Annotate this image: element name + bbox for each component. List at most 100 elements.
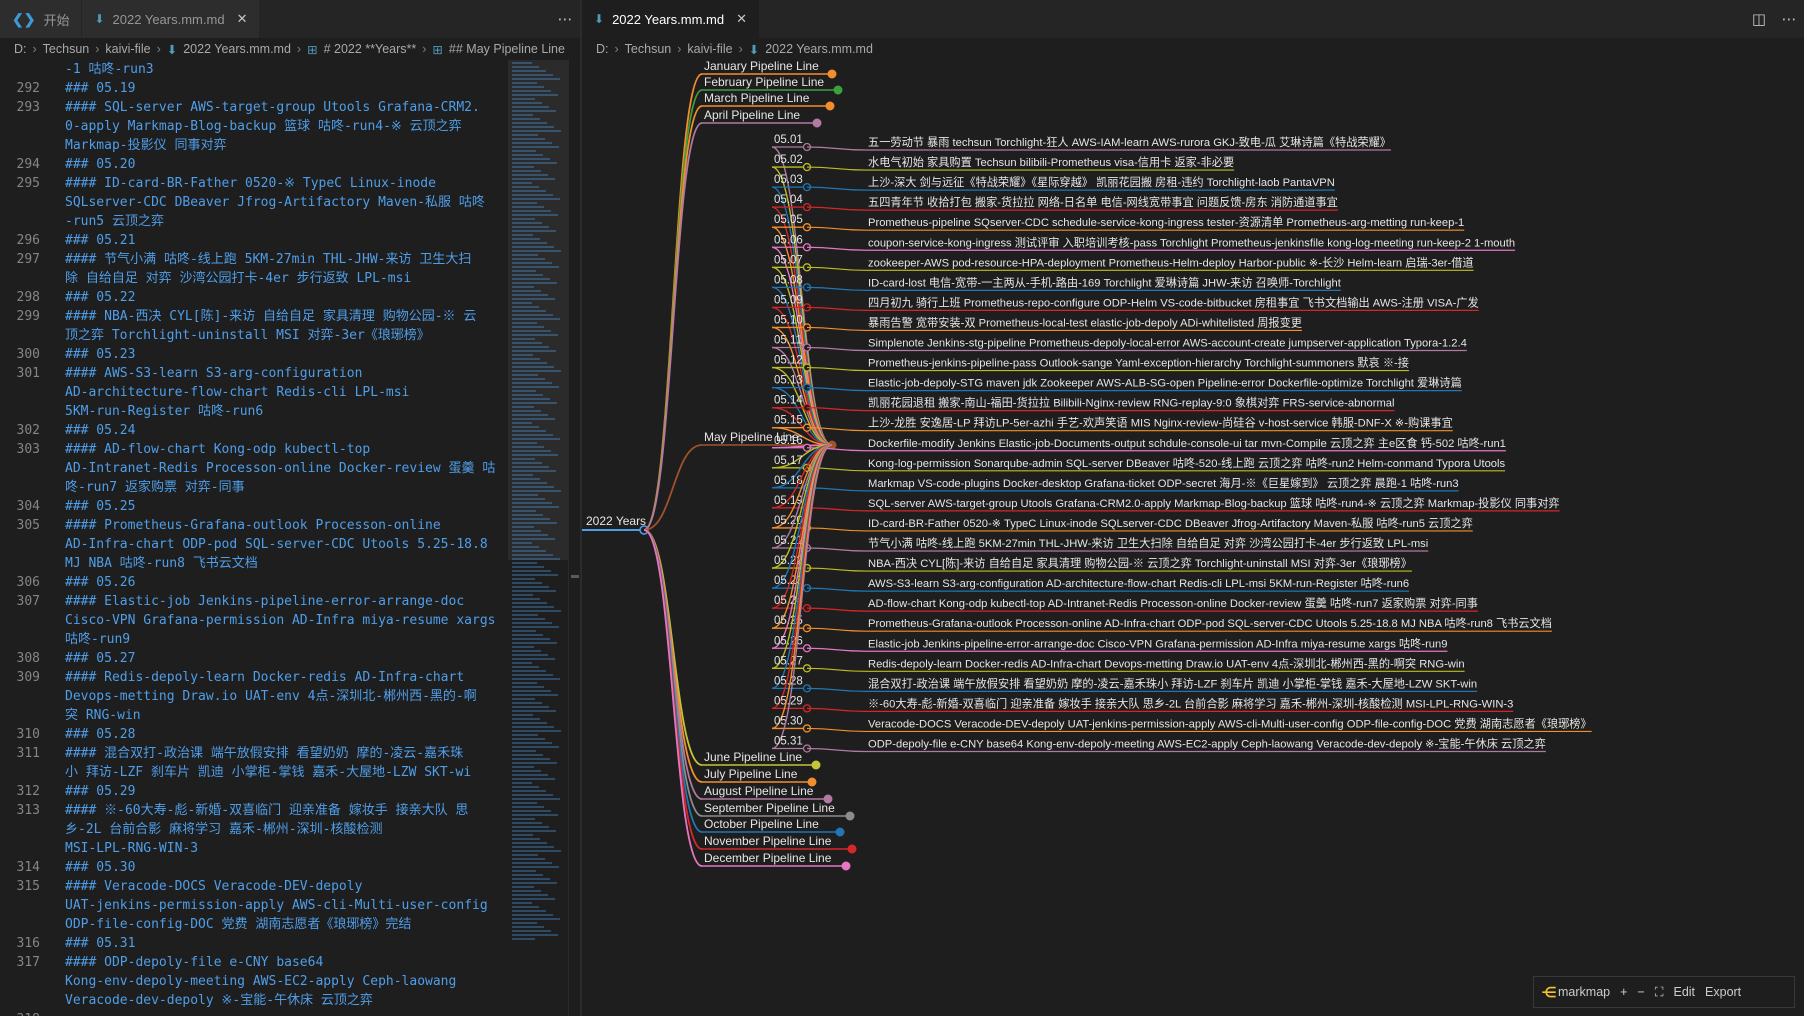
month-node-toggle[interactable] <box>847 844 857 854</box>
day-date-label[interactable]: 05.05 <box>774 214 803 226</box>
code-line[interactable]: 突 RNG-win <box>0 706 508 725</box>
code-line[interactable]: 306### 05.26 <box>0 573 508 592</box>
month-node-label[interactable]: November Pipeline Line <box>704 834 832 848</box>
day-content-label[interactable]: AD-flow-chart Kong-odp kubectl-top AD-In… <box>868 596 1478 610</box>
editor-scrollbar[interactable] <box>568 60 581 1016</box>
month-node-toggle[interactable] <box>835 827 845 837</box>
code-line[interactable]: 5KM-run-Register 咕咚-run6 <box>0 402 508 421</box>
code-line[interactable]: 305#### Prometheus-Grafana-outlook Proce… <box>0 516 508 535</box>
month-node-label[interactable]: December Pipeline Line <box>704 851 832 865</box>
minimap-slider[interactable] <box>508 60 568 560</box>
month-node-toggle[interactable] <box>825 101 835 111</box>
tab-2022-years-markmap[interactable]: ⬇ 2022 Years.mm.md ✕ <box>582 0 760 38</box>
month-node-label[interactable]: February Pipeline Line <box>704 75 824 89</box>
code-line[interactable]: 小 拜访-LZF 刹车片 凯迪 小掌柜-掌钱 嘉禾-大屋地-LZW SKT-wi <box>0 763 508 782</box>
code-line[interactable]: 314### 05.30 <box>0 858 508 877</box>
day-date-label[interactable]: 05.16 <box>774 435 803 447</box>
day-date-label[interactable]: 05.08 <box>774 274 803 286</box>
code-line[interactable]: 297#### 节气小满 咕咚-线上跑 5KM-27min THL-JHW-来访… <box>0 250 508 269</box>
day-content-label[interactable]: 上沙-龙胜 安逸居-LP 拜访LP-5er-azhi 手艺-欢声笑语 MIS N… <box>868 416 1453 430</box>
code-line[interactable]: 咕咚-run9 <box>0 630 508 649</box>
breadcrumb-item[interactable]: ## May Pipeline Line <box>448 42 565 56</box>
day-content-label[interactable]: Simplenote Jenkins-stg-pipeline Promethe… <box>868 338 1467 350</box>
code-line[interactable]: 308### 05.27 <box>0 649 508 668</box>
day-date-label[interactable]: 05.04 <box>774 194 803 206</box>
more-actions-icon[interactable]: ⋯ <box>557 10 573 28</box>
breadcrumb-item[interactable]: kaivi-file <box>105 42 151 56</box>
day-date-label[interactable]: 05.31 <box>774 736 803 748</box>
code-line[interactable]: 310### 05.28 <box>0 725 508 744</box>
breadcrumb-item[interactable]: Techsun <box>42 42 90 56</box>
code-line[interactable]: -run5 云顶之弈 <box>0 212 508 231</box>
code-line[interactable]: 0-apply Markmap-Blog-backup 篮球 咕咚-run4-※… <box>0 117 508 136</box>
zoom-in-button[interactable]: + <box>1620 985 1628 999</box>
code-line[interactable]: AD-architecture-flow-chart Redis-cli LPL… <box>0 383 508 402</box>
day-content-label[interactable]: Veracode-DOCS Veracode-DEV-depoly UAT-je… <box>868 716 1592 730</box>
code-line[interactable]: UAT-jenkins-permission-apply AWS-cli-Mul… <box>0 896 508 915</box>
editor-group-divider[interactable] <box>580 0 582 1016</box>
month-node-toggle[interactable] <box>845 811 855 821</box>
day-date-label[interactable]: 05.13 <box>774 375 803 387</box>
day-content-label[interactable]: Prometheus-jenkins-pipeline-pass Outlook… <box>868 356 1409 370</box>
code-line[interactable]: 304### 05.25 <box>0 497 508 516</box>
day-content-label[interactable]: Dockerfile-modify Jenkins Elastic-job-Do… <box>868 436 1506 450</box>
day-content-label[interactable]: 暴雨告警 宽带安装-双 Prometheus-local-test elasti… <box>868 315 1302 329</box>
day-content-label[interactable]: ID-card-BR-Father 0520-※ TypeC Linux-ino… <box>868 516 1473 530</box>
month-node-toggle[interactable] <box>811 760 821 770</box>
code-line[interactable]: Cisco-VPN Grafana-permission AD-Infra mi… <box>0 611 508 630</box>
breadcrumb-item[interactable]: 2022 Years.mm.md <box>765 42 873 56</box>
day-date-label[interactable]: 05.02 <box>774 154 803 166</box>
day-content-label[interactable]: Kong-log-permission Sonarqube-admin SQL-… <box>868 456 1505 470</box>
code-line[interactable]: AD-Intranet-Redis Processon-online Docke… <box>0 459 508 478</box>
breadcrumb-item[interactable]: kaivi-file <box>687 42 733 56</box>
day-date-label[interactable]: 05.06 <box>774 234 803 246</box>
day-date-label[interactable]: 05.07 <box>774 254 803 266</box>
month-node-toggle[interactable] <box>812 118 822 128</box>
code-line[interactable]: 295#### ID-card-BR-Father 0520-※ TypeC L… <box>0 174 508 193</box>
code-line[interactable]: 乡-2L 台前合影 麻将学习 嘉禾-郴州-深圳-核酸检测 <box>0 820 508 839</box>
code-line[interactable]: 296### 05.21 <box>0 231 508 250</box>
code-line[interactable]: 292### 05.19 <box>0 79 508 98</box>
code-line[interactable]: MJ NBA 咕咚-run8 飞书云文档 <box>0 554 508 573</box>
day-date-label[interactable]: 05.11 <box>774 335 802 347</box>
code-line[interactable]: 303#### AD-flow-chart Kong-odp kubectl-t… <box>0 440 508 459</box>
close-icon[interactable]: ✕ <box>736 11 747 26</box>
code-line[interactable]: 294### 05.20 <box>0 155 508 174</box>
month-node-toggle[interactable] <box>833 85 843 95</box>
day-content-label[interactable]: 四月初九 骑行上班 Prometheus-repo-configure ODP-… <box>868 295 1479 309</box>
day-content-label[interactable]: 凯丽花园退租 搬家-南山-福田-货拉拉 Bilibili-Nginx-revie… <box>868 396 1395 410</box>
close-icon[interactable]: ✕ <box>236 11 248 26</box>
code-line[interactable]: 299#### NBA-西决 CYL[陈]-来访 自给自足 家具清理 购物公园-… <box>0 307 508 326</box>
month-node-toggle[interactable] <box>827 69 837 79</box>
day-content-label[interactable]: ※-60大寿-彪-新婚-双喜临门 迎亲准备 嫁妆手 接亲大队 思乡-2L 台前合… <box>868 696 1513 710</box>
code-line[interactable]: 咚-run7 返家购票 对弈-同事 <box>0 478 508 497</box>
code-line[interactable]: Devops-metting Draw.io UAT-env 4点-深圳北-郴州… <box>0 687 508 706</box>
code-line[interactable]: 301#### AWS-S3-learn S3-arg-configuratio… <box>0 364 508 383</box>
day-date-label[interactable]: 05.01 <box>774 134 803 146</box>
code-line[interactable]: Veracode-dev-depoly ※-宝能-午休床 云顶之弈 <box>0 991 508 1010</box>
month-node-label[interactable]: August Pipeline Line <box>704 784 814 798</box>
month-node-label[interactable]: July Pipeline Line <box>704 767 798 781</box>
day-content-label[interactable]: SQL-server AWS-target-group Utools Grafa… <box>868 496 1560 510</box>
day-content-label[interactable]: 混合双打-政治课 端午放假安排 看望奶奶 摩的-凌云-嘉禾珠小 拜访-LZF 刹… <box>868 676 1477 690</box>
zoom-out-button[interactable]: − <box>1637 985 1645 999</box>
breadcrumb-item[interactable]: 2022 Years.mm.md <box>183 42 291 56</box>
month-node-toggle[interactable] <box>807 777 817 787</box>
day-content-label[interactable]: ODP-depoly-file e-CNY base64 Kong-env-de… <box>868 737 1546 751</box>
edit-button[interactable]: Edit <box>1673 985 1696 999</box>
code-line[interactable]: 除 自给自足 对弈 沙湾公园打卡-4er 步行返致 LPL-msi <box>0 269 508 288</box>
month-node-toggle[interactable] <box>841 861 851 871</box>
code-line[interactable]: Kong-env-depoly-meeting AWS-EC2-apply Ce… <box>0 972 508 991</box>
code-line[interactable]: 300### 05.23 <box>0 345 508 364</box>
day-content-label[interactable]: 五一劳动节 暴雨 techsun Torchlight-狂人 AWS-IAM-l… <box>868 135 1391 149</box>
day-content-label[interactable]: Elastic-job Jenkins-pipeline-error-arran… <box>868 636 1447 650</box>
code-line[interactable]: 316### 05.31 <box>0 934 508 953</box>
more-actions-icon[interactable]: ⋯ <box>1781 10 1797 28</box>
month-node-label[interactable]: June Pipeline Line <box>704 750 802 764</box>
fit-window-button[interactable]: ⛶ <box>1654 984 1664 999</box>
code-line[interactable]: AD-Infra-chart ODP-pod SQL-server-CDC Ut… <box>0 535 508 554</box>
month-node-label[interactable]: September Pipeline Line <box>704 801 835 815</box>
code-line[interactable]: 313#### ※-60大寿-彪-新婚-双喜临门 迎亲准备 嫁妆手 接亲大队 思 <box>0 801 508 820</box>
code-line[interactable]: Markmap-投影仪 同事对弈 <box>0 136 508 155</box>
